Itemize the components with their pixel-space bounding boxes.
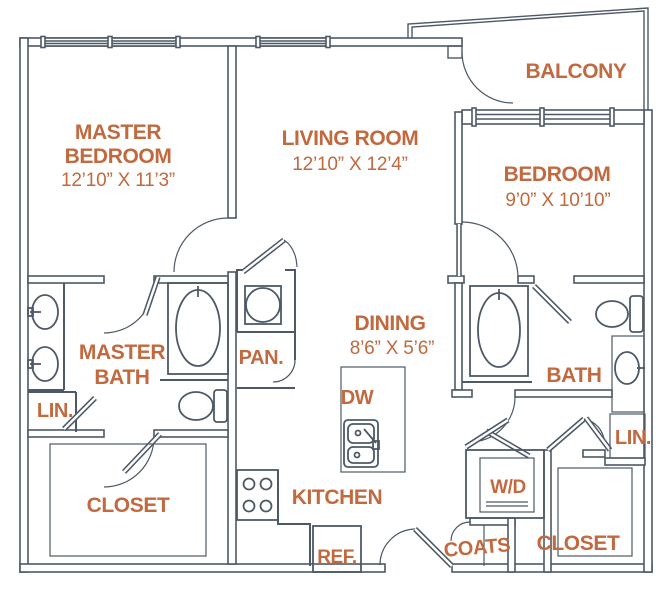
room-label-balcony: BALCONY — [525, 60, 626, 83]
room-dims-bedroom: 9’0” X 10’10” — [505, 190, 610, 211]
bedroom-door-arc — [461, 221, 519, 279]
doors — [62, 51, 613, 568]
master-bath-door-leaf — [142, 276, 161, 316]
bath-hall-door-leaf — [532, 284, 572, 324]
shower-door-arc — [283, 239, 298, 268]
sink-icon — [611, 335, 645, 413]
wall-bottom-right — [451, 563, 653, 573]
window-bedroom-band — [461, 109, 645, 125]
wall-linen-right-bottom — [604, 457, 646, 466]
shower-door-leaf — [241, 237, 286, 275]
windows — [40, 35, 645, 127]
entry-door-leaf — [413, 527, 454, 568]
window-mullion — [609, 107, 615, 127]
wall-closet-top — [153, 429, 229, 438]
wall-bath-bottom — [451, 389, 473, 398]
balcony-wall-outer — [407, 7, 649, 110]
room-label-linen-right: LIN. — [615, 427, 651, 449]
closet-right-shelf — [557, 467, 633, 557]
room-dims-living-room: 12’10” X 12’4” — [292, 154, 408, 175]
exterior-walls — [19, 7, 653, 573]
bathtub-icon — [160, 282, 229, 381]
room-label-closet-right: CLOSET — [537, 532, 620, 555]
toilet-icon — [178, 389, 228, 423]
wall-bath-bottom — [514, 389, 613, 398]
wall-bedroom-bottom — [447, 275, 465, 284]
vestibule-door-leaf — [484, 428, 531, 459]
wall-master-bath-top — [153, 275, 229, 284]
wall-closet-right-top — [582, 449, 606, 458]
room-label-linen-left: LIN. — [37, 400, 73, 422]
master-bedroom-door-arc — [173, 217, 229, 273]
fixtures — [27, 282, 646, 573]
kitchen-island — [340, 366, 406, 473]
room-dims-master-bedroom: 12’10” X 11’3” — [61, 170, 175, 191]
room-label-master-bedroom: BEDROOM — [65, 145, 172, 168]
shower-icon — [244, 285, 282, 325]
kitchen-counter — [277, 470, 311, 566]
room-label-master-bath: BATH — [94, 366, 149, 389]
window-mullion — [471, 107, 477, 127]
balcony-wall-inner — [411, 10, 645, 110]
wall-right — [643, 109, 653, 573]
stove-icon — [236, 469, 279, 521]
window-mullion — [539, 107, 545, 127]
entry-door-arc — [379, 528, 416, 566]
room-label-master-bath: MASTER — [79, 341, 166, 364]
pantry-door-arc — [272, 359, 296, 383]
window-mullion — [107, 35, 113, 49]
closet-right-door-leaf — [546, 416, 586, 453]
wall-bedroom-divider — [454, 111, 463, 225]
bathtub-icon — [462, 285, 532, 383]
wall-spine-lower — [227, 271, 237, 565]
room-label-master-bedroom: MASTER — [75, 121, 162, 144]
room-label-living-room: LIVING ROOM — [282, 127, 419, 150]
room-labels: MASTER BEDROOM 12’10” X 11’3” LIVING ROO… — [37, 60, 652, 568]
window-mullion — [175, 35, 181, 49]
room-label-bath: BATH — [546, 364, 601, 387]
balcony-door-arc — [461, 51, 514, 104]
window-mullion — [325, 35, 331, 49]
wall-spine-upper — [227, 45, 237, 219]
room-label-bedroom: BEDROOM — [504, 163, 611, 186]
window-mullion — [255, 35, 261, 49]
room-label-pantry: PAN. — [239, 347, 284, 369]
room-dims-dining: 8’6” X 5’6” — [350, 338, 434, 359]
wall-notch — [447, 45, 463, 59]
label-dishwasher: DW — [341, 387, 374, 409]
window-mullion — [40, 35, 46, 49]
linen-left-door-leaf — [62, 396, 97, 431]
linen-right-door-leaf — [583, 416, 613, 452]
toilet-icon — [595, 295, 644, 333]
kitchen-sink-icon — [343, 419, 380, 468]
closet-left-door-leaf — [122, 432, 162, 474]
room-label-coats: COATS — [443, 534, 511, 562]
wall-left — [19, 37, 29, 573]
washer-dryer-icon — [465, 449, 545, 519]
wall-bedroom-bottom — [573, 275, 645, 284]
closet-left-shelf — [49, 443, 207, 557]
wall-bottom-left — [19, 563, 386, 573]
label-refrigerator: REF. — [317, 547, 357, 568]
room-label-kitchen: KITCHEN — [292, 486, 383, 509]
wall-closet-top — [27, 429, 105, 438]
linen-right-alcove — [609, 413, 646, 459]
wall-bedroom-bottom — [517, 275, 535, 284]
label-washer-dryer: W/D — [490, 477, 526, 498]
closet-left-door-arc — [103, 436, 155, 488]
room-label-dining: DINING — [354, 312, 425, 335]
washer-dryer-door-leaf — [464, 417, 510, 450]
wall-master-bath-top — [27, 275, 105, 284]
coats-door-arc — [450, 521, 471, 542]
master-vanity — [27, 283, 65, 391]
wall-dining-right — [454, 282, 463, 391]
room-label-closet-left: CLOSET — [87, 494, 170, 517]
refrigerator-box — [312, 525, 362, 573]
window-living-room — [257, 37, 329, 47]
